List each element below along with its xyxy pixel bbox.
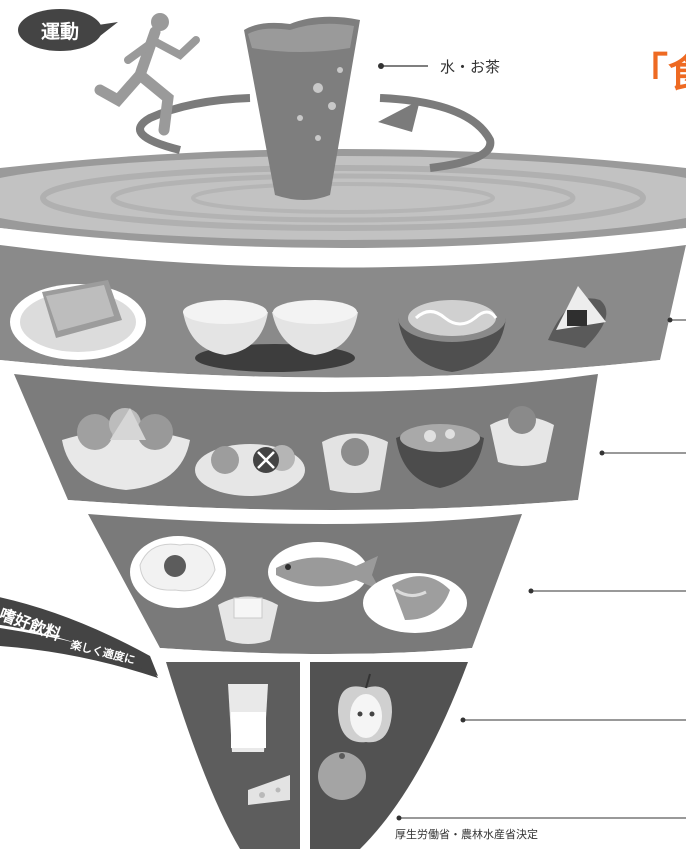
credit-text: 厚生労働省・農林水産省決定	[395, 827, 538, 841]
exercise-badge-label: 運動	[41, 21, 79, 43]
page-title: 「食	[628, 50, 686, 96]
drink-label: 水・お茶	[440, 58, 500, 76]
milk-glass-icon	[228, 684, 268, 752]
vegetable-dish-icon	[195, 444, 305, 496]
salmon-icon	[363, 573, 467, 633]
tofu-icon	[218, 597, 278, 645]
tofu-small-dish-icon	[322, 434, 388, 494]
drink-label-group: 水・お茶	[378, 58, 500, 76]
exercise-badge: 運動	[18, 9, 118, 51]
runner-icon	[100, 13, 196, 130]
top-disc	[0, 149, 686, 263]
orange-icon	[318, 752, 366, 800]
snack-ribbon: 嗜好飲料 楽しく適度に	[0, 596, 158, 678]
egg-icon	[130, 536, 226, 608]
